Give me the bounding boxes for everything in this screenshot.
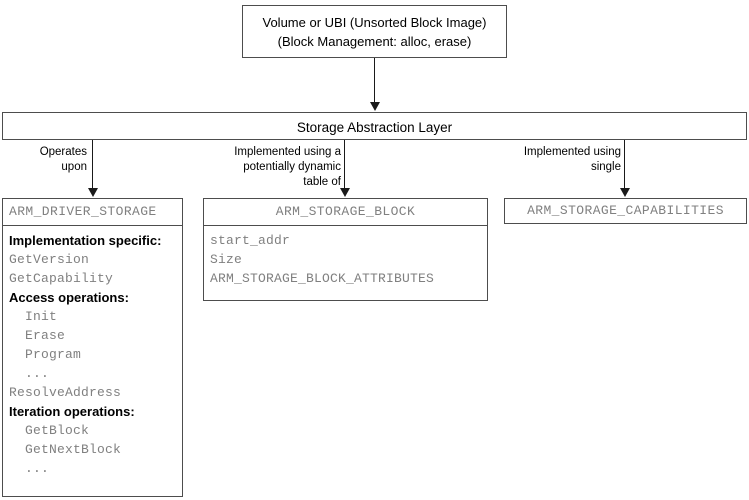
- arm-driver-storage-title: ARM_DRIVER_STORAGE: [9, 204, 157, 219]
- arm-storage-capabilities-box: ARM_STORAGE_CAPABILITIES: [504, 198, 747, 224]
- list-item: ARM_STORAGE_BLOCK_ATTRIBUTES: [210, 271, 435, 286]
- edge-sal-to-capabilities-label: Implemented using single: [523, 146, 621, 173]
- edge-sal-to-block-line: [344, 140, 345, 189]
- arm-driver-storage-box: ARM_DRIVER_STORAGE Implementation specif…: [2, 198, 183, 497]
- edge-sal-to-driver-arrowhead: [88, 188, 98, 197]
- arm-storage-block-title: ARM_STORAGE_BLOCK: [275, 204, 416, 219]
- list-item: Erase: [25, 328, 66, 343]
- edge-volume-to-sal-arrowhead: [370, 102, 380, 111]
- edge-sal-to-driver-label: Operates upon: [39, 146, 87, 173]
- edge-sal-to-block-arrowhead: [340, 188, 350, 197]
- edge-sal-to-block-label: Implemented using a potentially dynamic …: [234, 146, 341, 188]
- list-item: ...: [25, 366, 50, 381]
- edge-sal-to-capabilities-arrowhead: [620, 188, 630, 197]
- edge-sal-to-capabilities-line: [624, 140, 625, 189]
- volume-ubi-line1: Volume or UBI (Unsorted Block Image): [262, 15, 487, 30]
- list-item: Implementation specific:: [9, 233, 162, 248]
- list-item: start_addr: [210, 233, 291, 248]
- list-item: Init: [25, 309, 58, 324]
- list-item: Size: [210, 252, 243, 267]
- storage-abstraction-layer-box: Storage Abstraction Layer: [2, 112, 747, 140]
- volume-ubi-line2: (Block Management: alloc, erase): [277, 34, 472, 49]
- arm-storage-block-header-rule: [204, 225, 487, 226]
- volume-ubi-box: Volume or UBI (Unsorted Block Image) (Bl…: [242, 5, 507, 58]
- list-item: GetBlock: [25, 423, 90, 438]
- list-item: ...: [25, 461, 50, 476]
- arm-storage-capabilities-title: ARM_STORAGE_CAPABILITIES: [527, 203, 724, 218]
- list-item: GetVersion: [9, 252, 90, 267]
- list-item: Program: [25, 347, 82, 362]
- edge-sal-to-driver-line: [92, 140, 93, 189]
- list-item: Iteration operations:: [9, 404, 135, 419]
- storage-abstraction-layer-title: Storage Abstraction Layer: [296, 120, 453, 135]
- list-item: GetNextBlock: [25, 442, 122, 457]
- list-item: ResolveAddress: [9, 385, 122, 400]
- edge-volume-to-sal-line: [374, 58, 375, 103]
- list-item: GetCapability: [9, 271, 114, 286]
- arm-driver-storage-header-rule: [3, 225, 182, 226]
- list-item: Access operations:: [9, 290, 129, 305]
